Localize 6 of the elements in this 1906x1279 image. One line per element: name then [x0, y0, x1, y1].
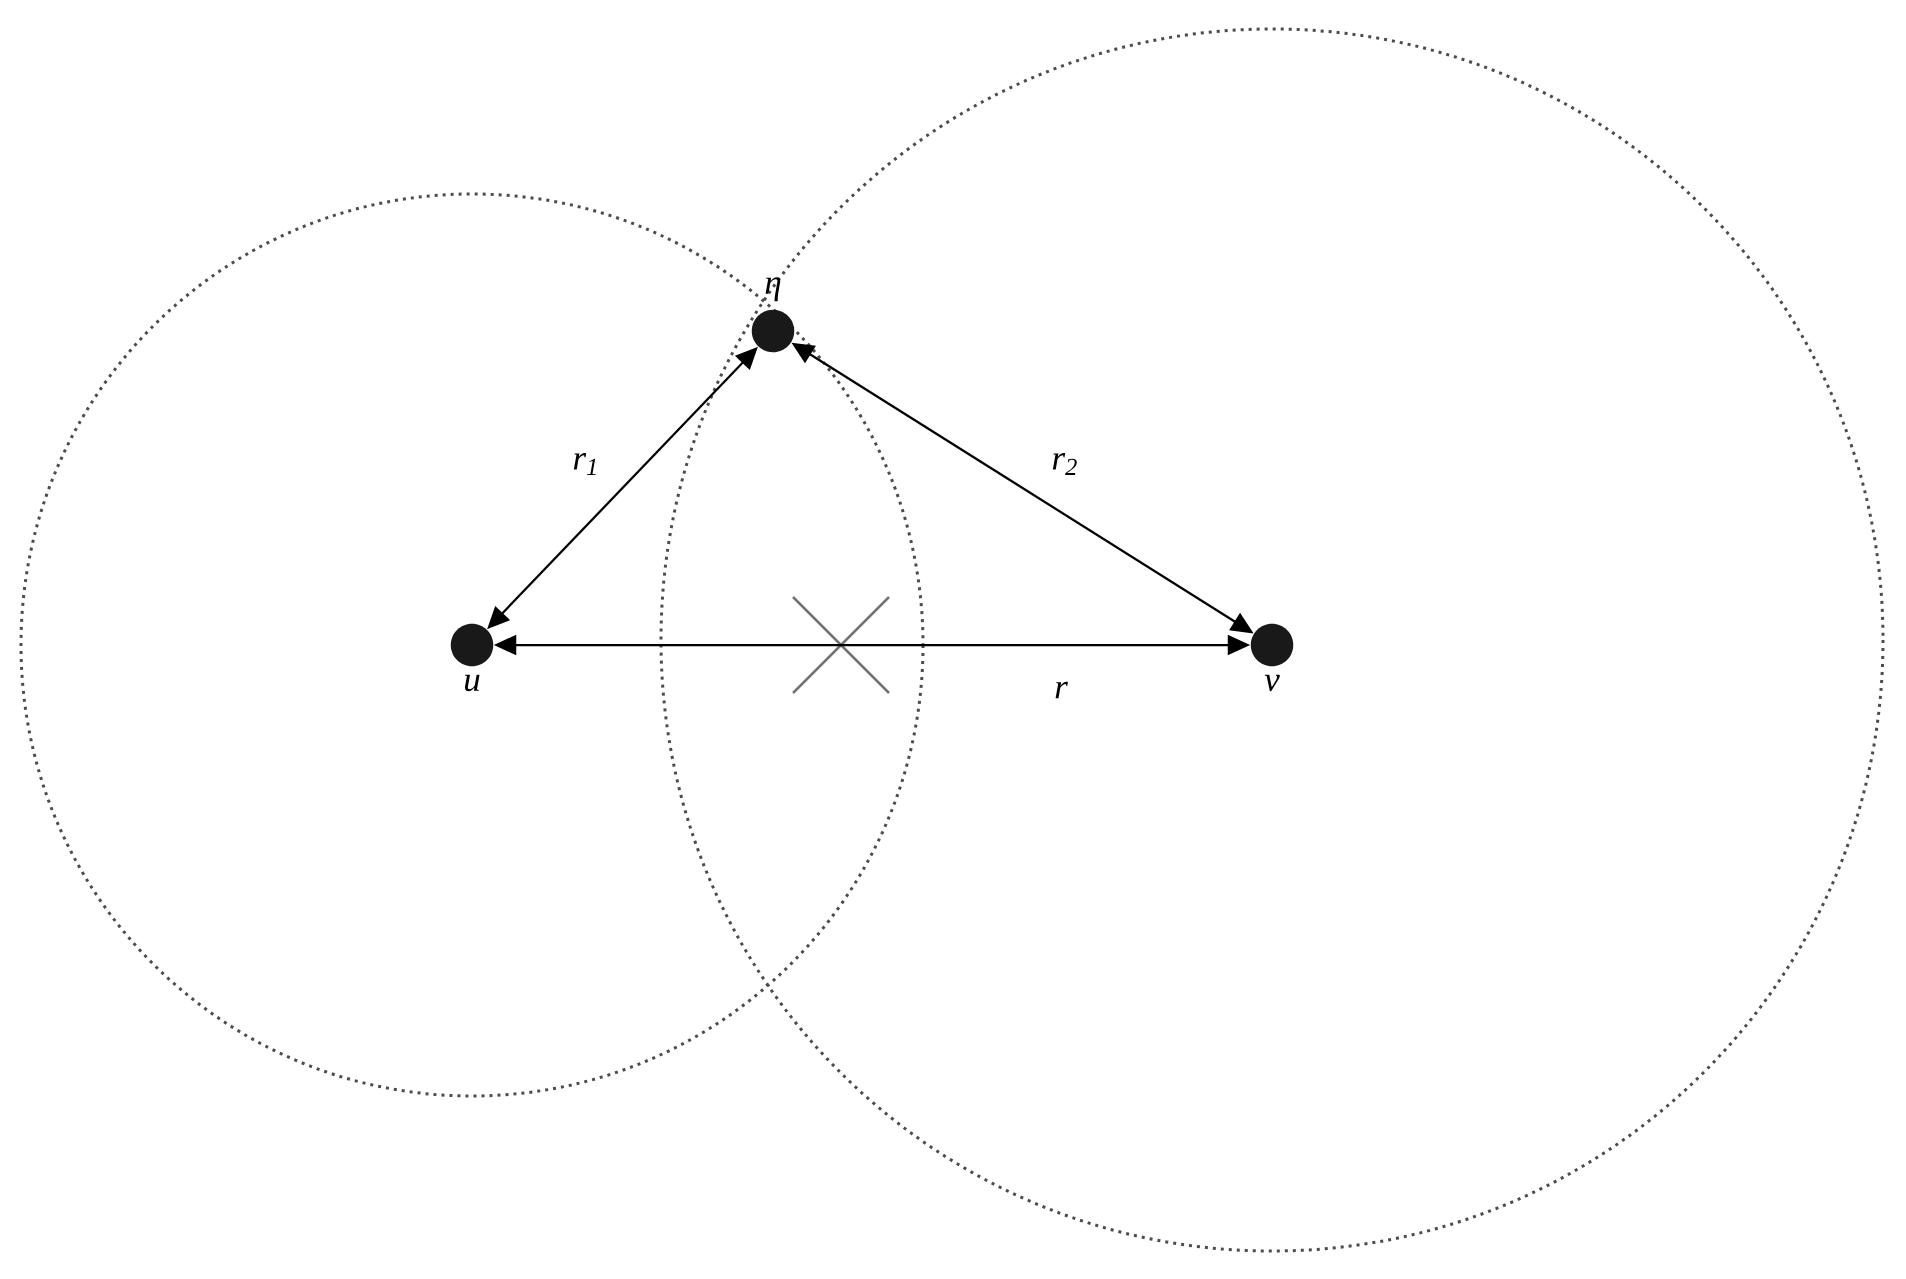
edge-label: r$_{2}$: [1052, 453, 1077, 475]
edge-label: r$_{1}$: [573, 453, 596, 475]
node-label: u: [464, 674, 480, 692]
node-label: v: [1264, 674, 1280, 692]
node-label: η: [765, 277, 781, 302]
edge-label: r: [1055, 681, 1068, 699]
